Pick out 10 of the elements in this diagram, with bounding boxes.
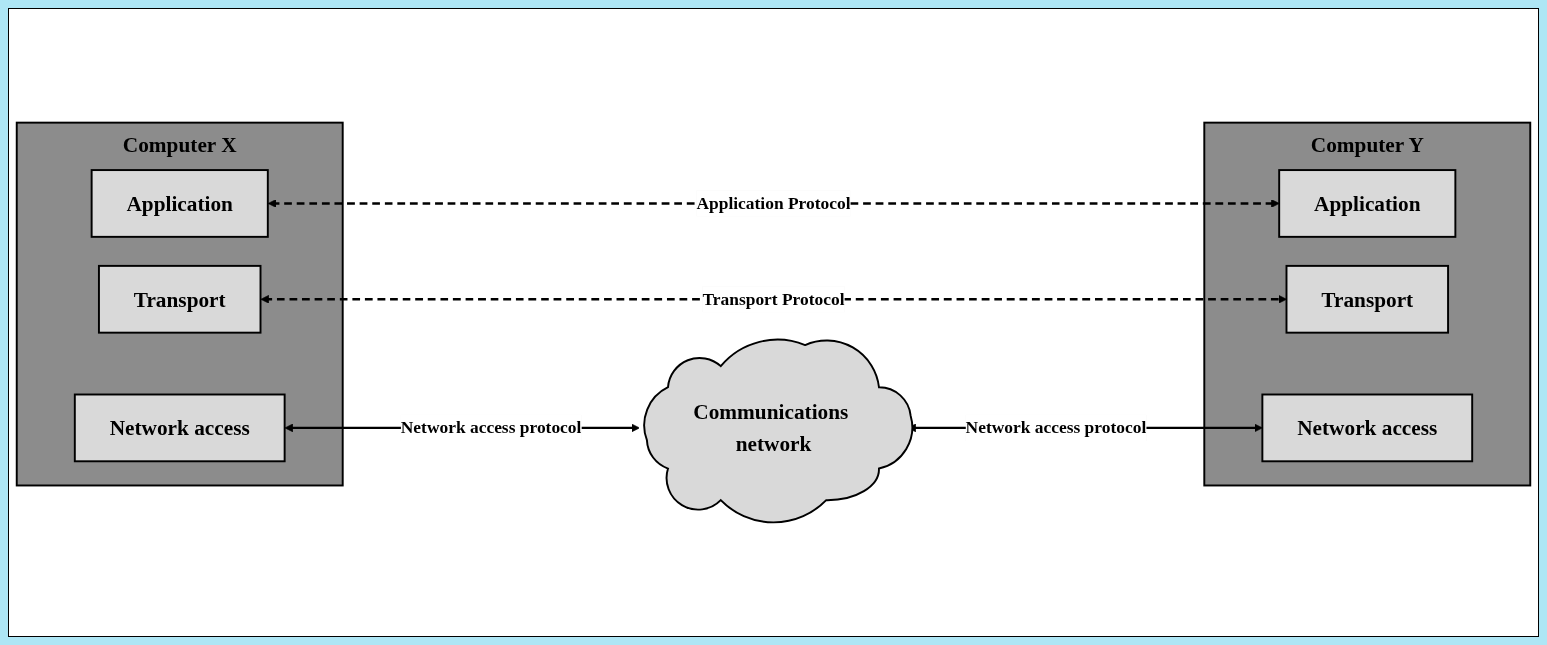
node-box: Network access bbox=[1261, 393, 1474, 463]
node-box: Network access bbox=[73, 393, 286, 463]
edge-label: Network access protocol bbox=[400, 417, 582, 438]
node-box: Application bbox=[1278, 169, 1457, 238]
edge-label: Application Protocol bbox=[696, 193, 851, 213]
node-box: Transport bbox=[97, 264, 262, 334]
node-box: Application bbox=[90, 169, 269, 238]
edge-label: Network access protocol bbox=[965, 417, 1147, 438]
edge-label: Transport Protocol bbox=[702, 289, 845, 309]
node-box: Transport bbox=[1285, 264, 1450, 334]
